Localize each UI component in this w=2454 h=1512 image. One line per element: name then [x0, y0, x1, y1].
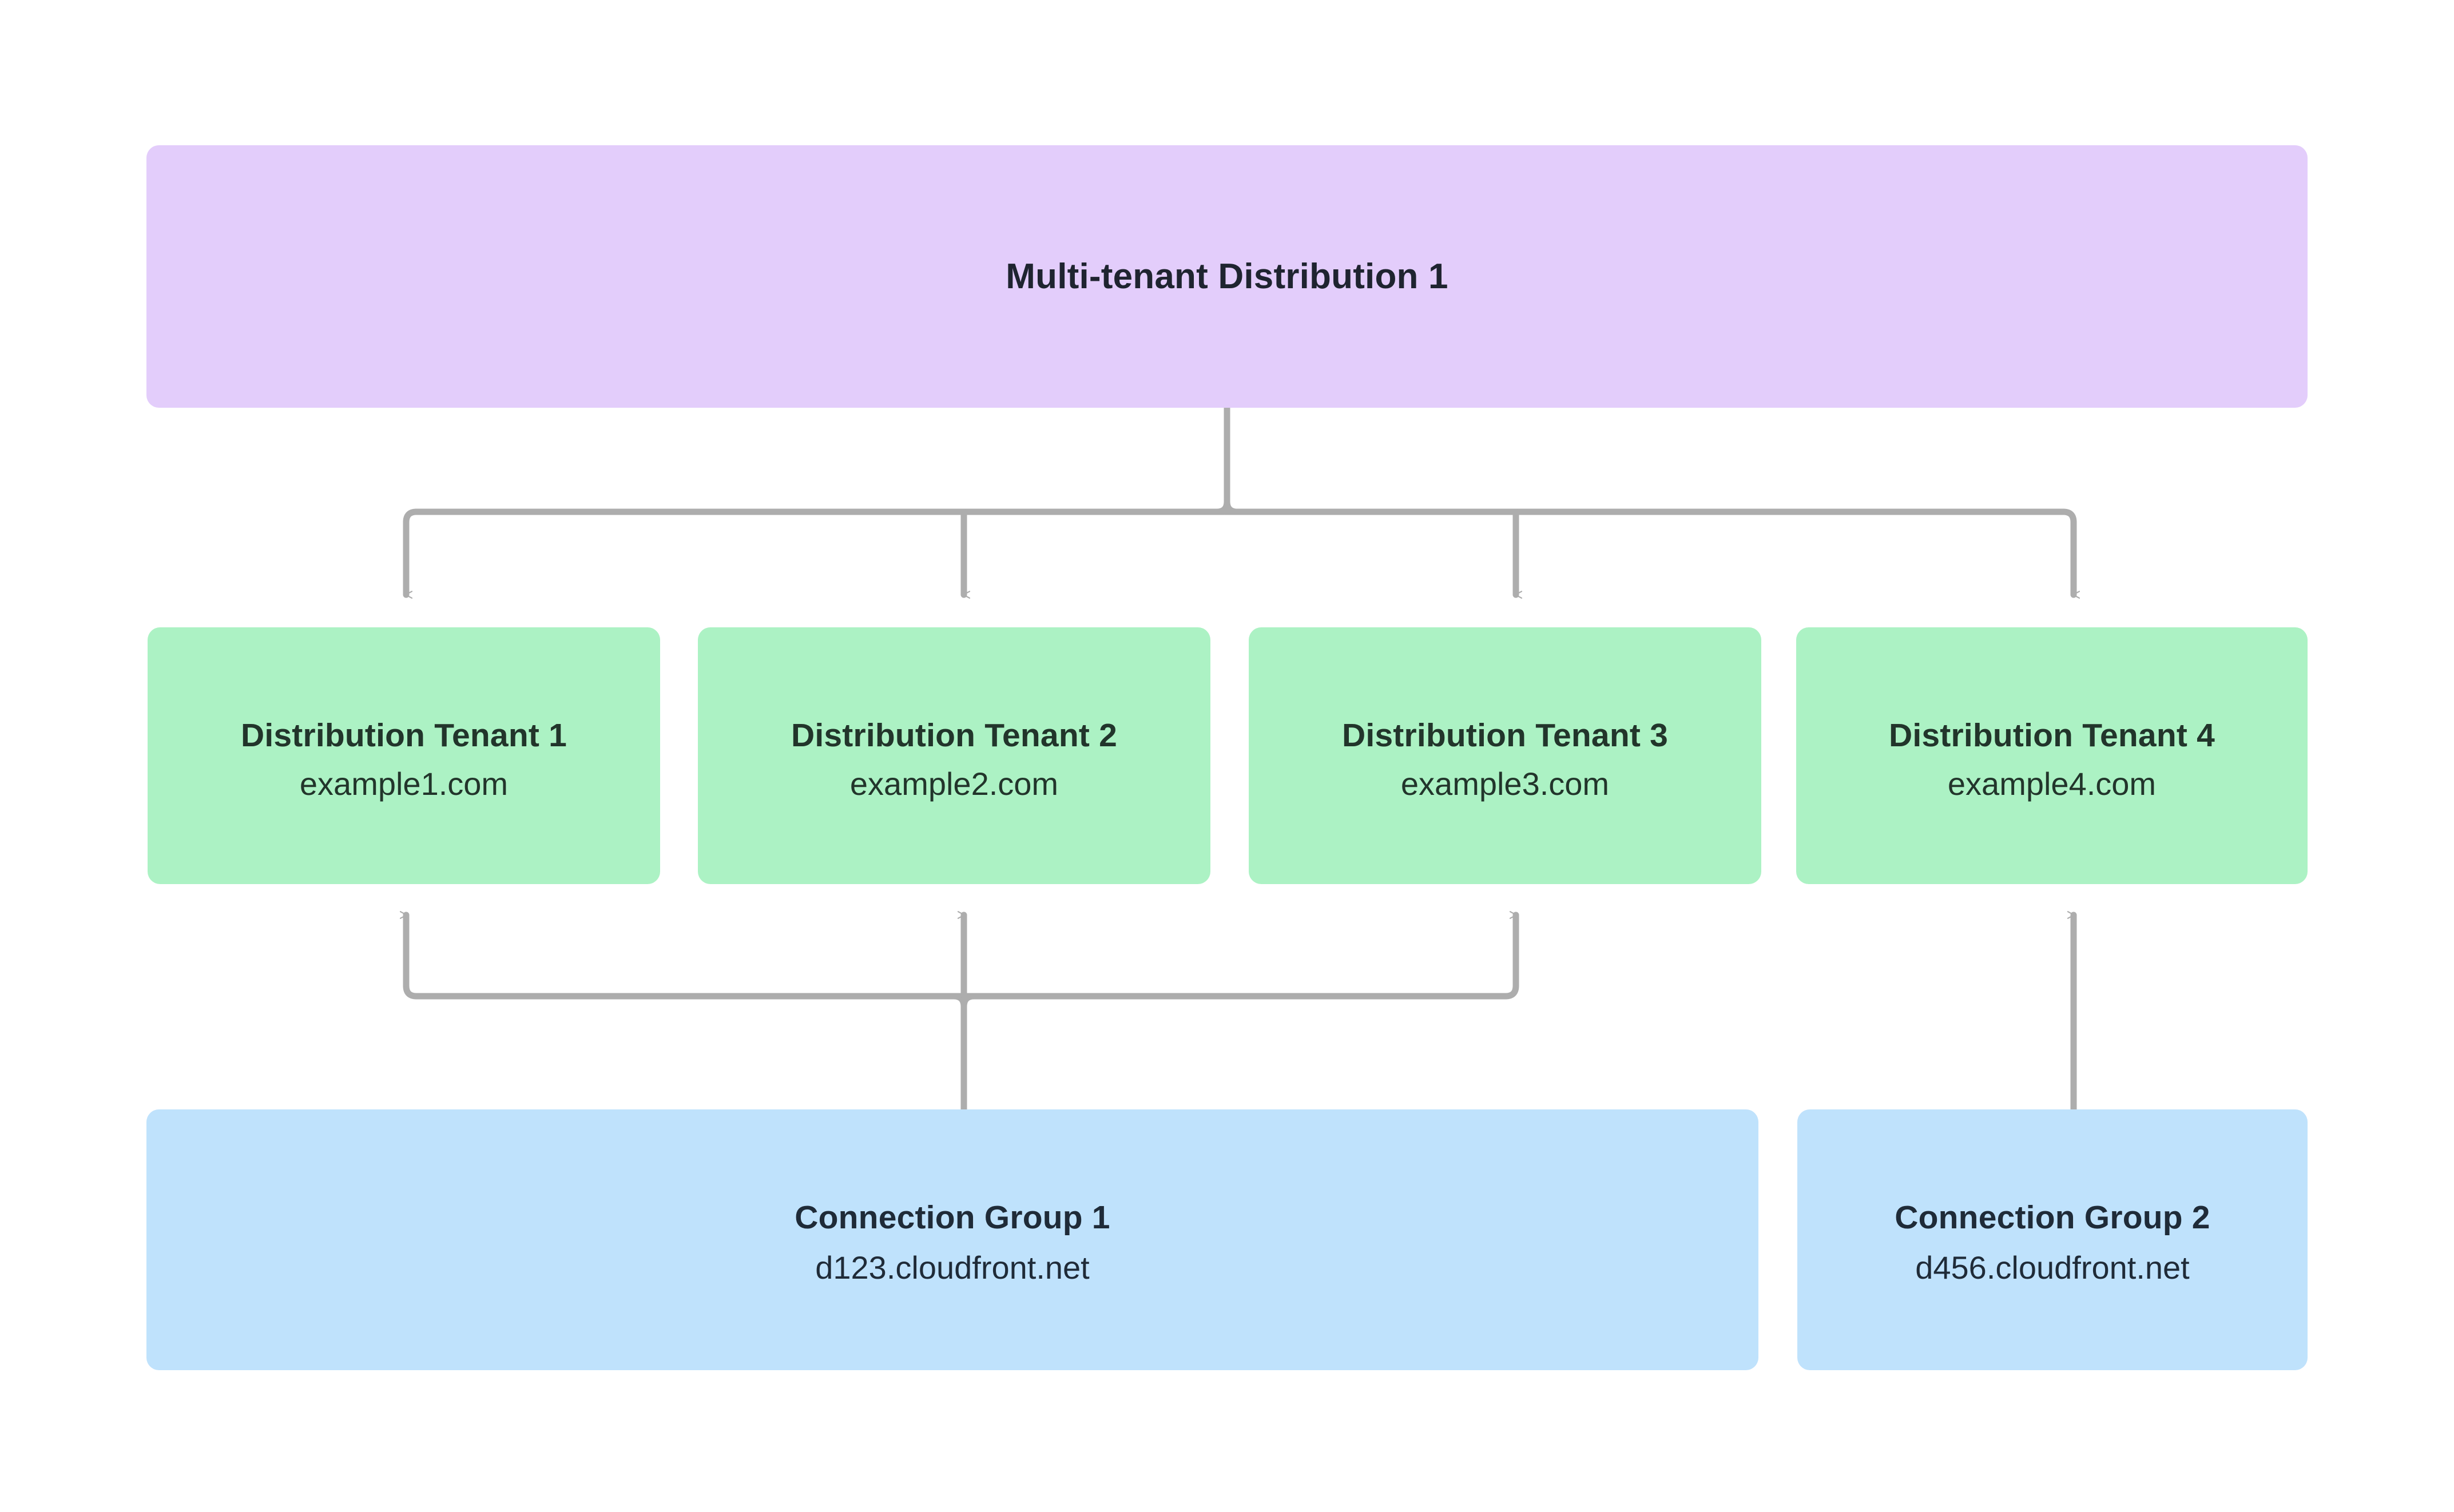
multi-tenant-distribution-box[interactable]: Multi-tenant Distribution 1: [146, 145, 2308, 408]
tenant-domain: example4.com: [1947, 766, 2157, 802]
tenant-title: Distribution Tenant 4: [1889, 717, 2215, 754]
tenant-title: Distribution Tenant 3: [1342, 717, 1668, 754]
connection-group-box-2[interactable]: Connection Group 2 d456.cloudfront.net: [1797, 1109, 2308, 1370]
connector-to-tenant-4: [2060, 508, 2074, 595]
distribution-tenant-box-1[interactable]: Distribution Tenant 1 example1.com: [148, 627, 660, 884]
connection-group-domain: d456.cloudfront.net: [1915, 1249, 2190, 1286]
tenant-title: Distribution Tenant 2: [791, 717, 1117, 754]
distribution-tenant-box-3[interactable]: Distribution Tenant 3 example3.com: [1249, 627, 1761, 884]
tenant-domain: example1.com: [299, 766, 509, 802]
tenant-domain: example2.com: [849, 766, 1059, 802]
connector-cg1-to-tenant-1: [406, 915, 420, 1000]
connection-group-title: Connection Group 2: [1895, 1199, 2210, 1236]
connector-to-tenant-1: [403, 508, 420, 595]
tenant-domain: example3.com: [1400, 766, 1610, 802]
distribution-tenant-box-2[interactable]: Distribution Tenant 2 example2.com: [698, 627, 1210, 884]
distribution-tenant-box-4[interactable]: Distribution Tenant 4 example4.com: [1796, 627, 2308, 884]
connector-distribution-trunk-left: [1213, 498, 1230, 515]
connector-distribution-trunk: [1224, 404, 1241, 515]
connection-group-box-1[interactable]: Connection Group 1 d123.cloudfront.net: [146, 1109, 1758, 1370]
connector-cg1-trunk-left: [950, 993, 967, 1010]
distribution-title: Multi-tenant Distribution 1: [1006, 256, 1448, 296]
connector-cg1-to-tenant-3: [1502, 915, 1519, 1000]
connection-group-title: Connection Group 1: [795, 1199, 1110, 1236]
tenant-title: Distribution Tenant 1: [241, 717, 567, 754]
connection-group-domain: d123.cloudfront.net: [815, 1249, 1090, 1286]
connector-cg1-trunk-right: [960, 993, 978, 1010]
